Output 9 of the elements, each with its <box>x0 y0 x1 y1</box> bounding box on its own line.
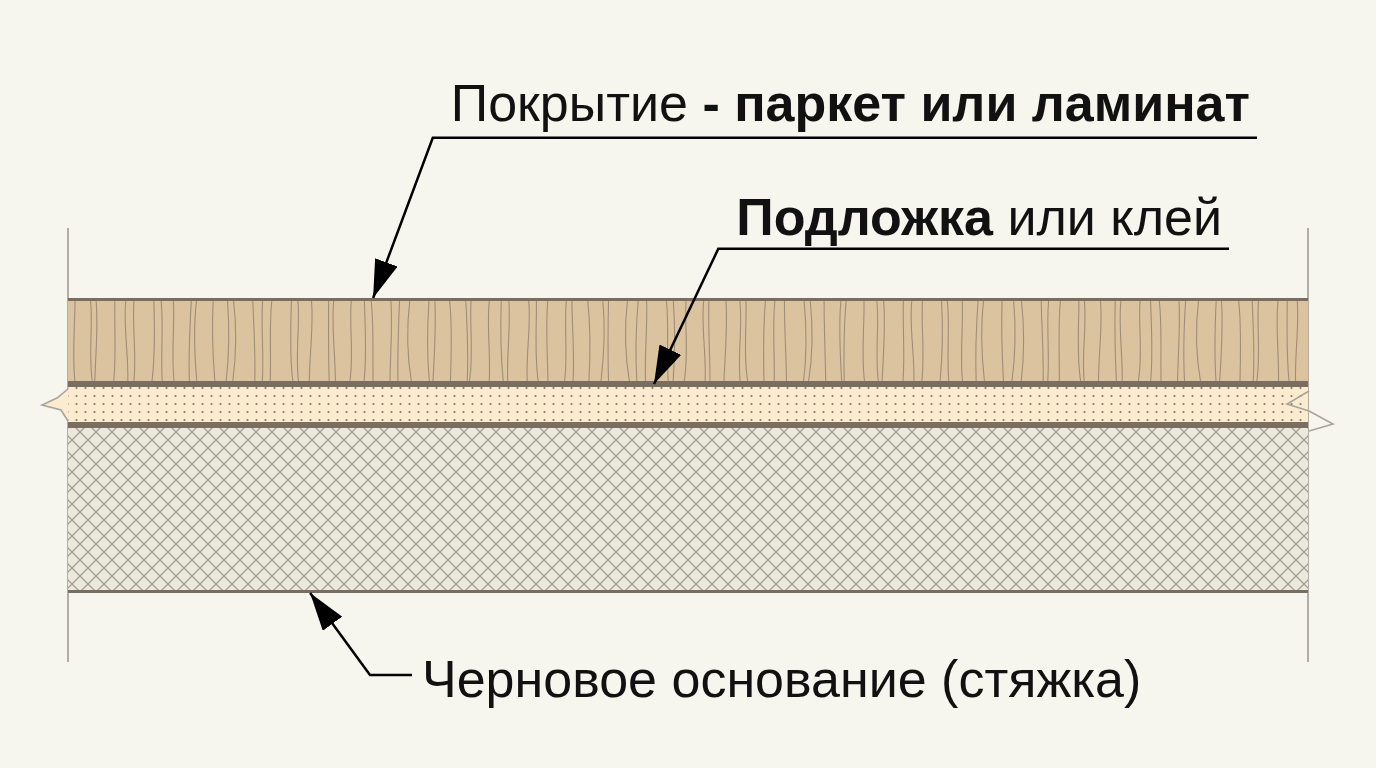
leader-arrow <box>371 136 1257 299</box>
callout-label: Черновое основание (стяжка) <box>422 650 1142 710</box>
callout-label: Подложка или клей <box>736 188 1222 248</box>
leader-arrow <box>652 247 1229 385</box>
crosshatched-screed-layer <box>68 425 1308 593</box>
dotted-underlay-layer <box>68 384 1308 425</box>
wood-plank-layer <box>68 298 1308 384</box>
callout-label: Покрытие - паркет или ламинат <box>450 74 1250 134</box>
leader-arrow <box>309 592 412 677</box>
